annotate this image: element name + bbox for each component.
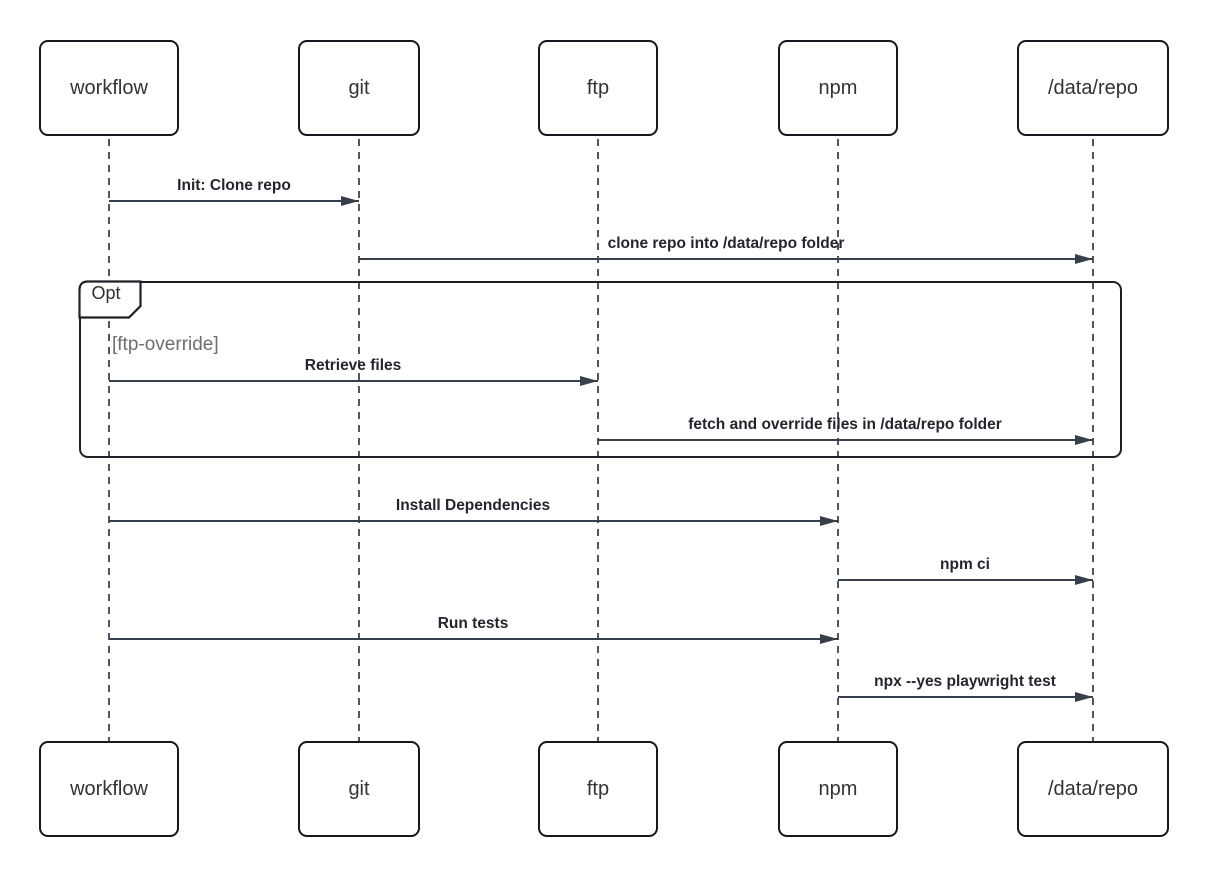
actor-label: ftp bbox=[586, 777, 610, 800]
arrowhead-icon bbox=[1075, 434, 1093, 445]
arrowhead-icon bbox=[341, 195, 359, 206]
arrowhead-icon bbox=[1075, 574, 1093, 585]
arrowhead-icon bbox=[820, 515, 838, 526]
actor-label: /data/repo bbox=[1047, 76, 1139, 99]
actor-bottom-ftp: ftp bbox=[538, 741, 658, 837]
opt-fragment-frame bbox=[79, 281, 1122, 458]
message-label: npm ci bbox=[940, 556, 990, 573]
actor-bottom-npm: npm bbox=[778, 741, 898, 837]
actor-label: /data/repo bbox=[1047, 777, 1139, 800]
actor-top-workflow: workflow bbox=[39, 40, 179, 136]
arrowhead-icon bbox=[820, 633, 838, 644]
actor-bottom-workflow: workflow bbox=[39, 741, 179, 837]
actor-label: npm bbox=[818, 777, 858, 800]
message-line bbox=[838, 696, 1093, 698]
actor-label: workflow bbox=[70, 777, 148, 800]
message-line bbox=[109, 380, 598, 382]
lifeline-repo bbox=[1092, 139, 1094, 741]
actor-bottom-repo: /data/repo bbox=[1017, 741, 1169, 837]
message-label: Init: Clone repo bbox=[177, 177, 291, 194]
actor-top-ftp: ftp bbox=[538, 40, 658, 136]
message-line bbox=[109, 520, 838, 522]
message-label: Install Dependencies bbox=[395, 497, 551, 514]
lifeline-workflow bbox=[108, 139, 110, 741]
actor-bottom-git: git bbox=[298, 741, 420, 837]
opt-fragment-keyword: Opt bbox=[91, 283, 121, 303]
actor-label: git bbox=[348, 777, 370, 800]
arrowhead-icon bbox=[1075, 691, 1093, 702]
message-line bbox=[109, 200, 359, 202]
message-label: Retrieve files bbox=[304, 357, 402, 374]
actor-top-npm: npm bbox=[778, 40, 898, 136]
message-line bbox=[598, 439, 1093, 441]
actor-label: ftp bbox=[586, 76, 610, 99]
opt-fragment-guard: [ftp-override] bbox=[112, 334, 219, 355]
opt-fragment-tab bbox=[78, 280, 142, 319]
actor-label: git bbox=[348, 76, 370, 99]
actor-top-git: git bbox=[298, 40, 420, 136]
message-label: npx --yes playwright test bbox=[874, 673, 1056, 690]
message-label: fetch and override files in /data/repo f… bbox=[688, 416, 1002, 433]
actor-label: npm bbox=[818, 76, 858, 99]
actor-top-repo: /data/repo bbox=[1017, 40, 1169, 136]
message-line bbox=[359, 258, 1093, 260]
actor-label: workflow bbox=[70, 76, 148, 99]
arrowhead-icon bbox=[580, 375, 598, 386]
message-label: clone repo into /data/repo folder bbox=[607, 235, 845, 252]
message-label: Run tests bbox=[437, 615, 509, 632]
message-line bbox=[838, 579, 1093, 581]
lifeline-git bbox=[358, 139, 360, 741]
message-line bbox=[109, 638, 838, 640]
arrowhead-icon bbox=[1075, 253, 1093, 264]
